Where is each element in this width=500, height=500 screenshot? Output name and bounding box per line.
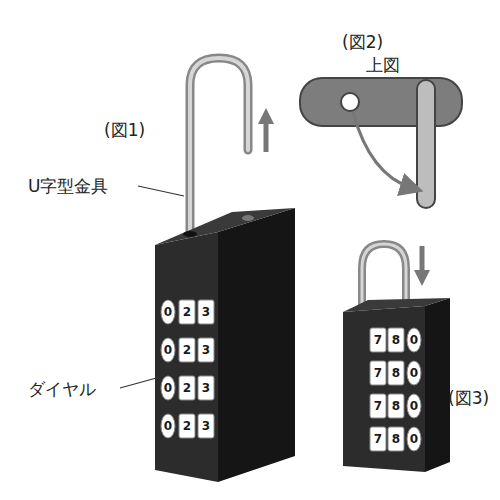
figure-label: (図2) xyxy=(342,32,383,52)
dial-digit: 3 xyxy=(202,382,210,394)
dial-digit: 0 xyxy=(164,420,172,432)
dial-digit: 0 xyxy=(164,306,172,318)
dial-wheel xyxy=(370,361,386,385)
dial-digit: 0 xyxy=(164,344,172,356)
dial-wheel xyxy=(407,328,421,352)
dial-wheel xyxy=(161,300,175,324)
dial-digit: 3 xyxy=(202,306,210,318)
figure-label: (図3) xyxy=(448,388,489,408)
dial-digit: 0 xyxy=(410,367,418,379)
dial-digit: 0 xyxy=(164,382,172,394)
dial-wheel xyxy=(407,394,421,418)
dial-wheel xyxy=(161,414,175,438)
dial-wheel xyxy=(388,427,404,451)
dial-digit: 7 xyxy=(374,367,382,379)
dial-wheel xyxy=(388,328,404,352)
dial-wheel xyxy=(198,414,214,438)
dial-digit: 8 xyxy=(392,334,400,346)
dial-wheel xyxy=(179,414,195,438)
dial-wheel xyxy=(179,338,195,362)
dial-wheel xyxy=(198,376,214,400)
dial-wheel xyxy=(407,361,421,385)
dial-digit: 0 xyxy=(410,334,418,346)
part-name: ダイヤル xyxy=(28,379,96,399)
dial-digit: 7 xyxy=(374,400,382,412)
dial-wheel xyxy=(370,427,386,451)
figure-label: (図1) xyxy=(104,120,145,140)
dial-digit: 2 xyxy=(183,420,191,432)
dial-wheel xyxy=(198,338,214,362)
dial-wheel xyxy=(161,376,175,400)
dial-wheel xyxy=(388,361,404,385)
dial-digit: 7 xyxy=(374,433,382,445)
dial-digit: 8 xyxy=(392,367,400,379)
dial-digit: 2 xyxy=(183,306,191,318)
part-name: U字型金具 xyxy=(28,176,108,196)
dial-digit: 0 xyxy=(410,433,418,445)
dial-wheel xyxy=(161,338,175,362)
dial-digit: 2 xyxy=(183,344,191,356)
dial-digit: 3 xyxy=(202,344,210,356)
dial-digit: 0 xyxy=(410,400,418,412)
dial-digit: 8 xyxy=(392,433,400,445)
dial-wheel xyxy=(179,300,195,324)
dial-wheel xyxy=(407,427,421,451)
dial-digit: 2 xyxy=(183,382,191,394)
dial-wheel xyxy=(388,394,404,418)
dial-digit: 3 xyxy=(202,420,210,432)
dial-wheel xyxy=(370,394,386,418)
dial-wheel xyxy=(198,300,214,324)
dial-wheel xyxy=(370,328,386,352)
dial-wheel xyxy=(179,376,195,400)
dial-digit: 8 xyxy=(392,400,400,412)
dial-digit: 7 xyxy=(374,334,382,346)
view-label: 上図 xyxy=(366,55,400,75)
